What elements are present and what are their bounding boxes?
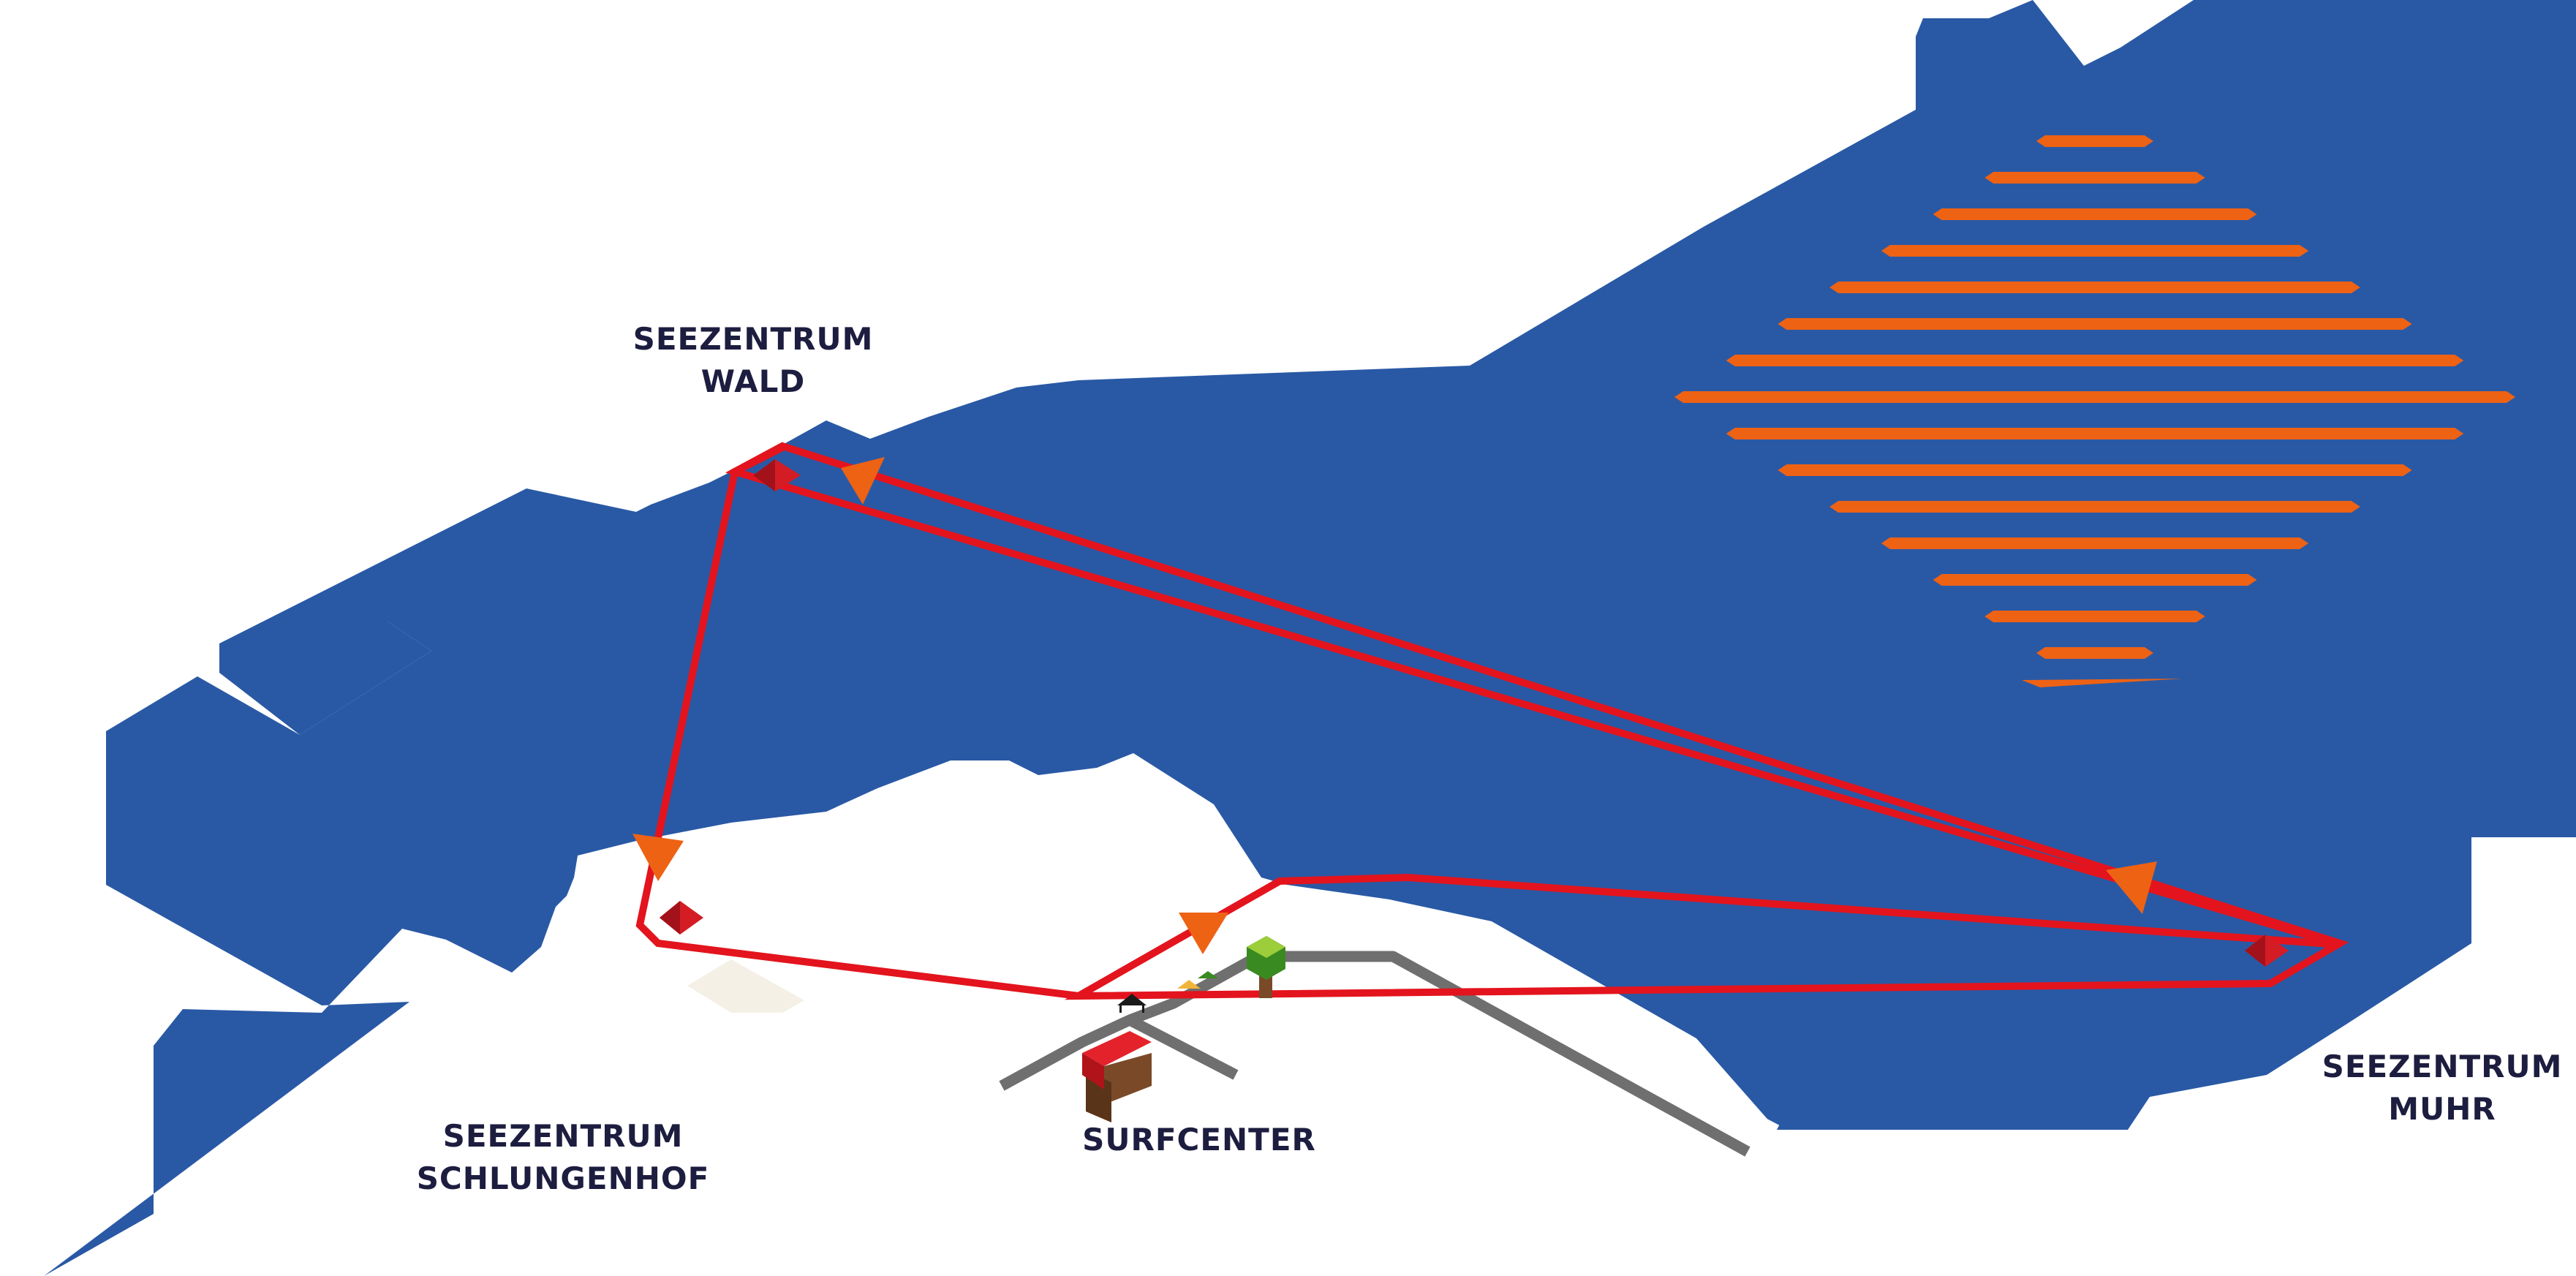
restricted-stripe xyxy=(1778,464,2412,476)
arrow-muhr-icon xyxy=(2106,861,2157,914)
label-surfcenter: SURFCENTER xyxy=(1082,1122,1316,1158)
restricted-stripe xyxy=(1674,391,2515,403)
race-course-west-leg xyxy=(635,444,1079,1000)
arrow-wald-icon xyxy=(841,457,885,505)
restricted-zone xyxy=(1674,135,2515,687)
restricted-stripe xyxy=(1881,537,2309,549)
restricted-stripe xyxy=(1778,318,2412,330)
label-start-ziel: START/ZIEL xyxy=(1035,888,1159,966)
restricted-stripe xyxy=(1726,428,2464,439)
restricted-stripe xyxy=(1984,172,2205,184)
restricted-stripe xyxy=(2022,679,2183,687)
buoy-wald-icon xyxy=(753,459,801,491)
buoy-muhr-icon xyxy=(2245,935,2289,967)
buoy-schlungenhof-icon xyxy=(660,901,703,935)
sandbank xyxy=(687,959,804,1013)
restricted-stripe xyxy=(1829,501,2360,513)
restricted-stripe xyxy=(1881,245,2309,257)
north-inlet xyxy=(219,622,431,735)
restricted-stripe xyxy=(1933,208,2257,220)
west-shore-notch xyxy=(625,488,651,505)
restricted-stripe xyxy=(1726,355,2464,366)
arrow-start-icon xyxy=(1179,913,1228,954)
shore-path-outline xyxy=(966,924,1780,1135)
surfcenter-building-icon xyxy=(1082,1031,1152,1122)
tree-icon xyxy=(1247,936,1285,998)
restricted-stripe xyxy=(2036,647,2153,659)
arrow-west-icon xyxy=(632,834,684,881)
restricted-stripe xyxy=(1829,282,2360,293)
restricted-stripe xyxy=(2036,135,2153,147)
tent-orange-icon xyxy=(1177,971,1218,989)
restricted-stripe xyxy=(1984,611,2205,622)
tent-icon xyxy=(1117,994,1147,1013)
shore-path xyxy=(999,951,1750,1157)
restricted-stripe xyxy=(1933,574,2257,586)
